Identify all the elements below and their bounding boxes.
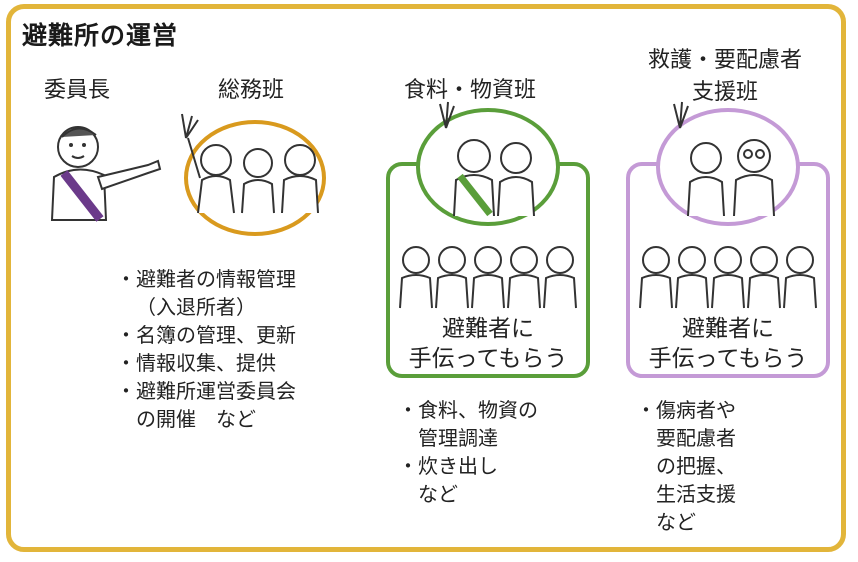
bullet: ・: [636, 398, 656, 422]
relief-team-members-illustration: [673, 101, 775, 217]
relief-team-label: 救護・要配慮者 支援班: [630, 42, 820, 106]
caption-line: 手伝ってもらう: [408, 346, 568, 372]
food-team-label: 食料・物資班: [404, 78, 537, 103]
bullet: [116, 293, 136, 321]
caption-line: 避難者に: [442, 316, 534, 342]
duty-item: 食料、物資の: [418, 398, 538, 422]
food-team-helpers-caption: 避難者に 手伝ってもらう: [390, 314, 586, 374]
duty-item: など: [418, 482, 458, 506]
bullet: [398, 480, 418, 508]
chairman-illustration: [50, 126, 162, 222]
duty-item: 情報収集、提供: [136, 351, 276, 375]
duty-item: 管理調達: [418, 426, 498, 450]
duty-item: 生活支援: [656, 482, 736, 506]
food-team-duties: ・食料、物資の 管理調達 ・炊き出し など: [398, 396, 538, 508]
relief-team-helpers-illustration: [639, 246, 817, 309]
duty-item: の開催 など: [136, 407, 256, 431]
label-line: 支援班: [691, 80, 758, 105]
duty-item: 炊き出し: [418, 454, 498, 478]
duty-item: 避難者の情報管理: [136, 267, 296, 291]
bullet: [636, 452, 656, 480]
page-title: 避難所の運営: [22, 21, 179, 50]
bullet: ・: [116, 379, 136, 403]
label-line: 救護・要配慮者: [647, 48, 802, 73]
duty-item: （入退所者）: [136, 295, 256, 319]
duty-item: 傷病者や: [656, 398, 736, 422]
bullet: ・: [398, 398, 418, 422]
relief-team-duties: ・傷病者や 要配慮者 の把握、 生活支援 など: [636, 396, 736, 536]
duty-item: など: [656, 510, 696, 534]
relief-team-helpers-caption: 避難者に 手伝ってもらう: [630, 314, 826, 374]
general-team-label: 総務班: [218, 78, 285, 103]
general-team-members-illustration: [181, 113, 319, 214]
caption-line: 手伝ってもらう: [648, 346, 808, 372]
food-team-helpers-illustration: [399, 246, 577, 309]
bullet: ・: [116, 351, 136, 375]
bullet: [636, 424, 656, 452]
bullet: [636, 508, 656, 536]
chairman-label: 委員長: [44, 78, 111, 103]
duty-item: 名簿の管理、更新: [136, 323, 296, 347]
general-team-duties: ・避難者の情報管理 （入退所者） ・名簿の管理、更新 ・情報収集、提供 ・避難所…: [116, 265, 296, 433]
duty-item: 避難所運営委員会: [136, 379, 296, 403]
bullet: ・: [116, 323, 136, 347]
duty-item: 要配慮者: [656, 426, 736, 450]
caption-line: 避難者に: [682, 316, 774, 342]
bullet: [116, 405, 136, 433]
bullet: ・: [116, 267, 136, 291]
duty-item: の把握、: [656, 454, 736, 478]
food-team-members-illustration: [439, 101, 535, 217]
bullet: [636, 480, 656, 508]
bullet: ・: [398, 454, 418, 478]
bullet: [398, 424, 418, 452]
